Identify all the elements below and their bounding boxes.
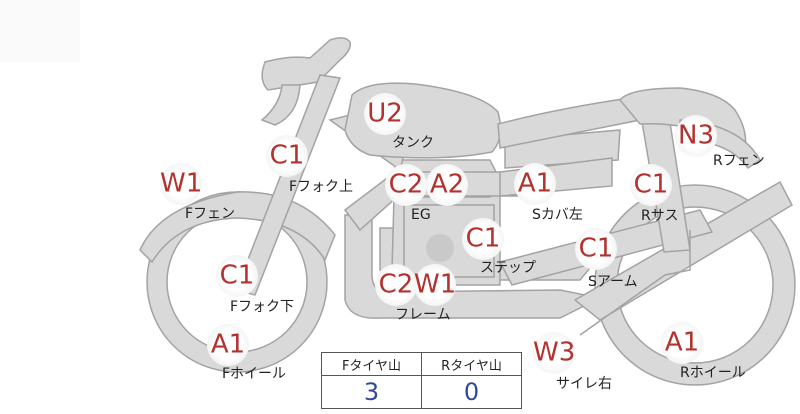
damage-code: C1 — [633, 169, 669, 200]
part-label-frame[interactable]: フレーム — [395, 307, 451, 323]
rear-tire-value[interactable]: 0 — [421, 375, 522, 409]
damage-code: C1 — [269, 140, 305, 171]
tire-table-header-row: Fタイヤ山 Rタイヤ山 — [321, 352, 522, 376]
damage-code: C1 — [219, 260, 255, 291]
front-tire-header: Fタイヤ山 — [321, 352, 422, 376]
damage-marker-r-wheel[interactable]: A1 — [661, 322, 703, 364]
rear-tire-header: Rタイヤ山 — [421, 352, 522, 376]
damage-marker-r-fender[interactable]: N3 — [675, 115, 717, 157]
part-label-swing-arm[interactable]: Sアーム — [588, 274, 638, 290]
damage-code: A1 — [517, 168, 553, 199]
damage-code: C1 — [465, 223, 501, 254]
damage-marker-frame-c2[interactable]: C2 — [375, 264, 417, 306]
damage-code: A2 — [429, 169, 465, 200]
fork-shape — [234, 74, 342, 296]
corner-shade — [0, 0, 80, 62]
part-label-eg[interactable]: EG — [411, 207, 431, 223]
damage-code: C2 — [388, 169, 424, 200]
damage-marker-f-fork-upper[interactable]: C1 — [266, 135, 308, 177]
damage-marker-frame-w1[interactable]: W1 — [414, 264, 456, 306]
damage-marker-r-sus[interactable]: C1 — [630, 164, 672, 206]
damage-marker-f-fork-lower[interactable]: C1 — [216, 255, 258, 297]
damage-code: A1 — [210, 329, 246, 360]
part-label-side-cover-left[interactable]: Sカバ左 — [532, 207, 583, 223]
tire-tread-table: Fタイヤ山 Rタイヤ山 3 0 — [321, 352, 522, 409]
damage-code: N3 — [678, 120, 714, 151]
damage-marker-f-fender[interactable]: W1 — [160, 163, 202, 205]
tire-table-value-row: 3 0 — [321, 375, 522, 409]
damage-marker-f-wheel[interactable]: A1 — [207, 324, 249, 366]
part-label-r-wheel[interactable]: Rホイール — [680, 365, 746, 381]
part-label-f-fender[interactable]: Fフェン — [185, 206, 236, 222]
damage-marker-silencer-right[interactable]: W3 — [533, 332, 575, 374]
front-tire-value[interactable]: 3 — [321, 375, 422, 409]
part-label-f-fork-lower[interactable]: Fフォク下 — [230, 299, 295, 315]
damage-code: W1 — [160, 168, 203, 199]
damage-code: U2 — [367, 98, 403, 129]
damage-code: C1 — [578, 233, 614, 264]
part-label-r-sus[interactable]: Rサス — [641, 208, 679, 224]
damage-code: W3 — [533, 337, 576, 368]
damage-marker-swing-arm[interactable]: C1 — [575, 228, 617, 270]
part-label-f-fork-upper[interactable]: Fフォク上 — [289, 179, 354, 195]
damage-marker-side-cover-left[interactable]: A1 — [514, 163, 556, 205]
part-label-f-wheel[interactable]: Fホイール — [222, 366, 287, 382]
damage-code: A1 — [664, 327, 700, 358]
part-label-tank[interactable]: タンク — [392, 135, 434, 151]
damage-marker-eg-c2[interactable]: C2 — [385, 164, 427, 206]
handlebar-shape — [260, 37, 352, 126]
damage-marker-tank[interactable]: U2 — [364, 93, 406, 135]
damage-code: W1 — [414, 269, 457, 300]
shock-line — [579, 230, 691, 336]
part-label-step[interactable]: ステップ — [480, 260, 536, 276]
damage-code: C2 — [378, 269, 414, 300]
part-label-r-fender[interactable]: Rフェン — [713, 153, 765, 169]
damage-marker-eg-a2[interactable]: A2 — [426, 164, 468, 206]
part-label-silencer-right[interactable]: サイレ右 — [556, 376, 612, 392]
damage-marker-step[interactable]: C1 — [462, 218, 504, 260]
